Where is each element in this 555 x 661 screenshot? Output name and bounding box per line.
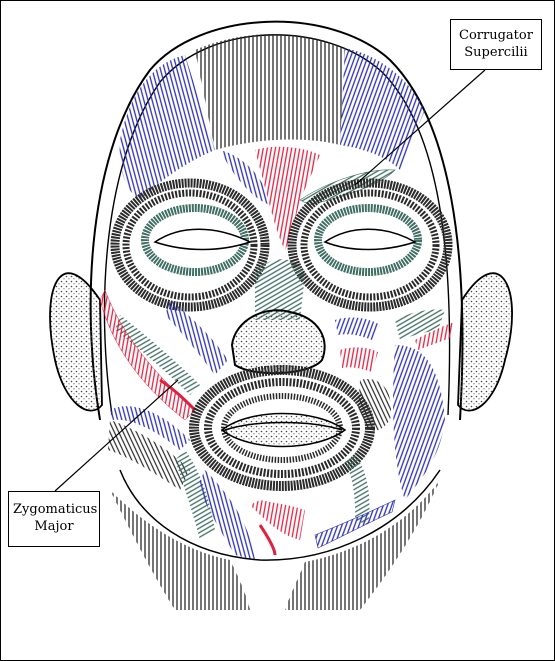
platysma — [110, 480, 440, 610]
levator-labii-right — [335, 318, 380, 340]
left-ear — [50, 273, 102, 410]
frontalis-center — [195, 34, 345, 150]
zygomaticus-label-line2: Major — [13, 518, 95, 535]
orbicularis-oris — [194, 370, 370, 486]
corrugator-supercilii-label: Corrugator Supercilii — [450, 19, 542, 70]
corrugator-label-line1: Corrugator — [455, 27, 537, 44]
nose — [232, 310, 325, 373]
orbicularis-oculi-left — [115, 183, 265, 307]
right-ear — [458, 273, 512, 410]
zygomaticus-label-line1: Zygomaticus — [13, 501, 95, 518]
corrugator-label-line2: Supercilii — [455, 44, 537, 61]
orbicularis-oculi-right — [292, 183, 448, 307]
zygomaticus-major-label: Zygomaticus Major — [8, 491, 100, 547]
depressor-labii — [250, 500, 305, 540]
frontalis-right — [340, 48, 425, 170]
